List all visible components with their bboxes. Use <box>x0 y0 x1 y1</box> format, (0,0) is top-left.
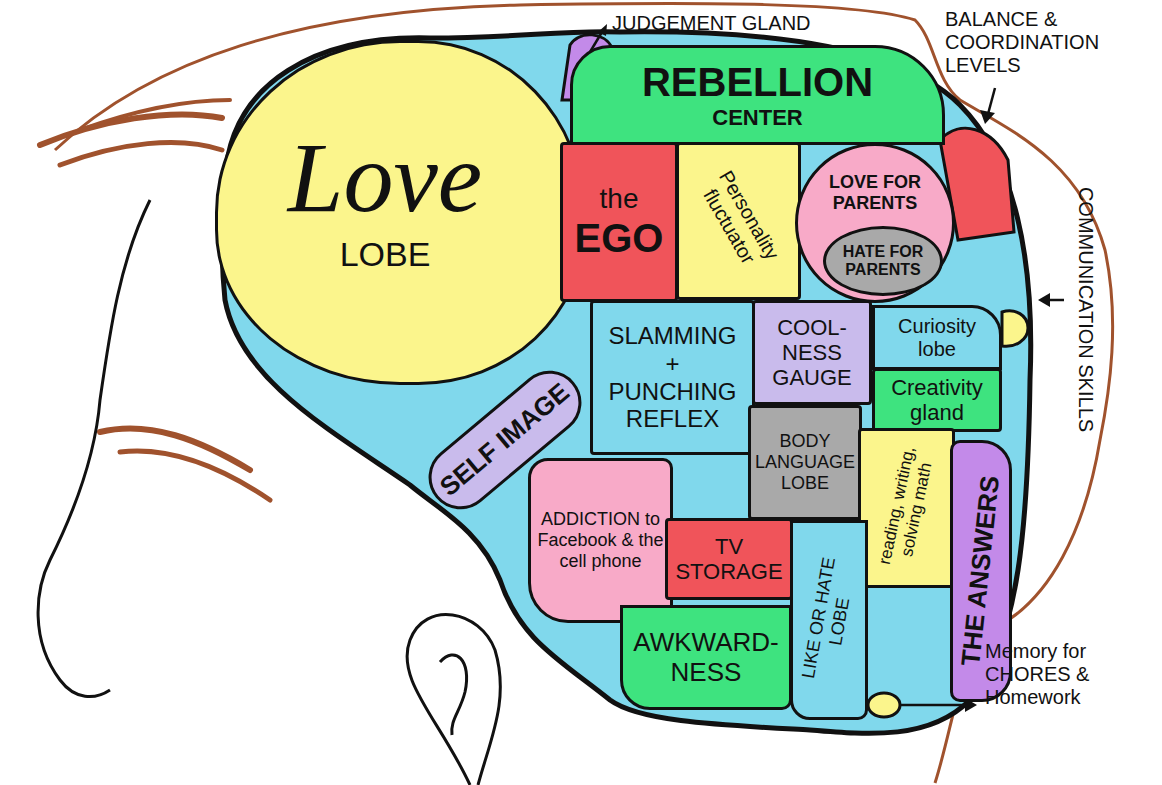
region-text: EGO <box>575 215 664 261</box>
region-text: LOVE FOR PARENTS <box>818 172 932 213</box>
callout-label: BALANCE & COORDINATION LEVELS <box>945 8 1140 77</box>
region-text: Curiosity lobe <box>879 315 995 361</box>
region-text: AWKWARD- NESS <box>627 628 785 688</box>
region-text: BODY LANGUAGE LOBE <box>753 431 857 493</box>
hair-stroke <box>40 114 222 145</box>
region-text: reading, writing, solving math <box>874 443 938 573</box>
brain-region: LIKE OR HATE LOBE <box>790 520 868 720</box>
ear-inner <box>440 655 467 735</box>
region-text: TV STORAGE <box>672 534 786 585</box>
brain-region: BODY LANGUAGE LOBE <box>748 405 862 520</box>
brain-region: TV STORAGE <box>665 518 793 600</box>
brain-region: Personality fluctuator <box>676 142 801 300</box>
hair-stroke <box>80 100 230 130</box>
region-text: the <box>600 183 639 215</box>
brain-region: AWKWARD- NESS <box>620 605 792 710</box>
region-text: Love <box>288 120 482 235</box>
brain-region: COOL- NESS GAUGE <box>752 300 872 405</box>
brain-outline <box>222 32 1031 734</box>
hair-stroke <box>120 451 270 500</box>
head-outline <box>55 4 1113 783</box>
brain-region: Creativity gland <box>872 368 1002 432</box>
brain-region: THE ANSWERS <box>950 440 1012 702</box>
region-text: CENTER <box>712 105 802 130</box>
memory-region <box>868 693 900 717</box>
region-text: SLAMMING + PUNCHING REFLEX <box>603 322 742 432</box>
brain-region: HATE FOR PARENTS <box>823 226 943 296</box>
brain-region: LOVE FOR PARENTS HATE FOR PARENTS <box>795 143 955 303</box>
label-anchor: BALANCE & COORDINATION LEVELS <box>945 8 1140 77</box>
region-text: REBELLION <box>642 59 873 105</box>
brain-region: LoveLOBE <box>215 40 585 385</box>
ear <box>407 615 500 785</box>
callout-label: COMMUNICATION SKILLS <box>1074 180 1097 440</box>
leader-line <box>900 704 966 707</box>
label-anchor: Memory for CHORES & Homework <box>985 640 1125 709</box>
leader-line <box>988 88 995 114</box>
callout-label: JUDGEMENT GLAND <box>612 12 852 35</box>
leader-line <box>1048 299 1064 302</box>
brain-region: theEGO <box>560 142 678 302</box>
callout-label: Memory for CHORES & Homework <box>985 640 1125 709</box>
brain-region: Curiosity lobe <box>872 305 1002 370</box>
brain-region: SLAMMING + PUNCHING REFLEX <box>590 300 755 455</box>
label-anchor: JUDGEMENT GLAND <box>612 12 852 35</box>
arrow-head <box>598 24 607 36</box>
arrow-head <box>1038 293 1050 307</box>
region-text: LOBE <box>340 235 431 274</box>
communication-region <box>1002 311 1028 346</box>
region-text: Creativity gland <box>879 375 995 426</box>
brain-region: reading, writing, solving math <box>858 428 955 588</box>
region-text: LIKE OR HATE LOBE <box>796 543 863 698</box>
label-anchor: COMMUNICATION SKILLS <box>1074 180 1097 440</box>
arrow-head <box>980 110 995 124</box>
region-text: COOL- NESS GAUGE <box>759 315 865 391</box>
region-text: HATE FOR PARENTS <box>826 243 940 280</box>
region-text: ADDICTION to Facebook & the cell phone <box>535 509 666 571</box>
brain-region: ADDICTION to Facebook & the cell phone <box>528 458 673 623</box>
brain-region: REBELLIONCENTER <box>570 45 945 145</box>
hair-stroke <box>60 143 222 165</box>
region-text: Personality fluctuator <box>684 149 794 293</box>
face-profile <box>38 200 150 697</box>
